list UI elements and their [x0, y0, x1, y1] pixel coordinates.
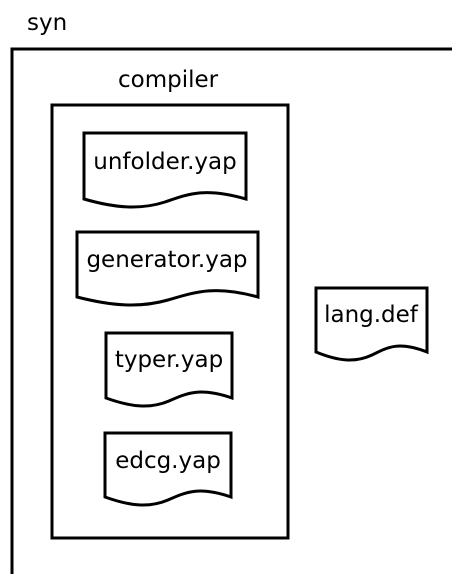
- folder-syn: syn: [10, 10, 452, 574]
- document-typer-yap-label: typer.yap: [115, 347, 223, 373]
- document-generator-yap-label: generator.yap: [86, 247, 247, 273]
- document-unfolder-yap-label: unfolder.yap: [93, 149, 236, 175]
- document-icon: [314, 286, 429, 362]
- document-icon: [103, 431, 233, 507]
- document-edcg-yap-label: edcg.yap: [115, 448, 221, 474]
- folder-syn-frame: [10, 47, 452, 574]
- document-lang-def-label: lang.def: [324, 302, 419, 328]
- document-unfolder-yap: unfolder.yap: [82, 131, 248, 209]
- document-generator-yap: generator.yap: [75, 230, 260, 307]
- document-icon: [104, 331, 234, 408]
- document-typer-yap: typer.yap: [104, 331, 234, 408]
- folder-compiler: compiler: [50, 67, 290, 540]
- document-lang-def: lang.def: [314, 286, 429, 362]
- folder-compiler-frame: [50, 103, 290, 540]
- document-icon: [75, 230, 260, 307]
- folder-syn-label: syn: [27, 10, 67, 36]
- document-edcg-yap: edcg.yap: [103, 431, 233, 507]
- folder-compiler-label: compiler: [118, 67, 219, 93]
- document-icon: [82, 131, 248, 209]
